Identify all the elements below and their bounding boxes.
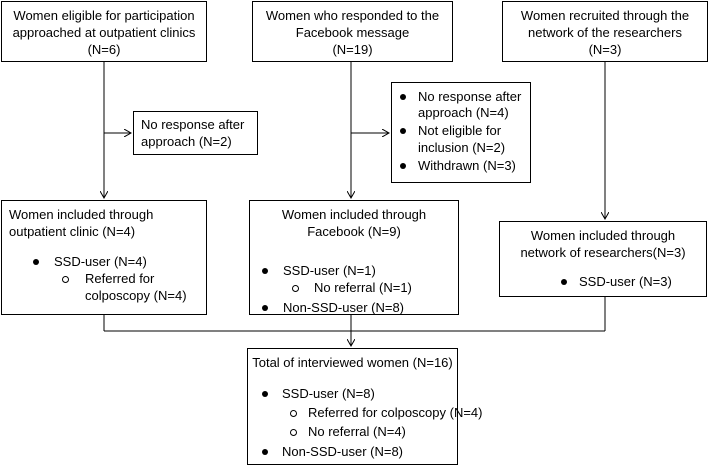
facebook-included-line1: Women included through bbox=[281, 207, 427, 222]
box-total-interviewed: Total of interviewed women (N=16) SSD-us… bbox=[247, 348, 483, 465]
network-recruited-line3: (N=3) bbox=[588, 42, 622, 57]
bullet-icon bbox=[262, 305, 268, 311]
network-recruited-line2: network of the researchers bbox=[528, 25, 682, 40]
bullet-icon bbox=[561, 279, 567, 285]
box-clinic-included: Women included through outpatient clinic… bbox=[1, 200, 207, 315]
facebook-exclusion-item2-line1: Not eligible for bbox=[418, 123, 502, 138]
bullet-icon bbox=[262, 391, 268, 397]
sub-bullet-icon bbox=[62, 276, 69, 283]
clinic-eligible-line1: Women eligible for participation bbox=[13, 8, 195, 23]
bullet-icon bbox=[400, 94, 406, 100]
network-ssd-user: SSD-user (N=3) bbox=[579, 274, 672, 289]
sub-bullet-icon bbox=[290, 429, 297, 436]
box-clinic-eligible: Women eligible for participation approac… bbox=[1, 1, 207, 62]
facebook-exclusion-item3: Withdrawn (N=3) bbox=[418, 158, 516, 173]
clinic-referred-line1: Referred for bbox=[85, 271, 155, 286]
facebook-non-ssd-user: Non-SSD-user (N=8) bbox=[283, 300, 405, 315]
network-included-line1: Women included through bbox=[530, 228, 676, 243]
network-recruited-line1: Women recruited through the bbox=[520, 8, 690, 23]
box-facebook-included: Women included through Facebook (N=9) SS… bbox=[249, 200, 459, 315]
box-clinic-exclusion: No response after approach (N=2) bbox=[133, 111, 258, 155]
clinic-ssd-user: SSD-user (N=4) bbox=[54, 254, 147, 269]
total-ssd-user: SSD-user (N=8) bbox=[282, 386, 375, 401]
facebook-responded-line3: (N=19) bbox=[332, 42, 373, 57]
total-non-ssd-user: Non-SSD-user (N=8) bbox=[282, 444, 404, 459]
clinic-eligible-line3: (N=6) bbox=[87, 42, 121, 57]
sub-bullet-icon bbox=[290, 410, 297, 417]
network-included-line2: network of researchers(N=3) bbox=[520, 245, 686, 260]
bullet-icon bbox=[400, 128, 406, 134]
facebook-no-referral: No referral (N=1) bbox=[314, 280, 412, 295]
bullet-icon bbox=[262, 449, 268, 455]
facebook-exclusion-item1-line1: No response after bbox=[418, 89, 522, 104]
facebook-included-line2: Facebook (N=9) bbox=[307, 224, 401, 239]
facebook-exclusion-item2-line2: inclusion (N=2) bbox=[418, 140, 506, 155]
clinic-included-line1: Women included through bbox=[9, 207, 154, 222]
facebook-ssd-user: SSD-user (N=1) bbox=[283, 263, 376, 278]
bullet-icon bbox=[33, 259, 39, 265]
facebook-responded-line2: Facebook message bbox=[295, 25, 410, 40]
box-facebook-exclusion: No response after approach (N=4) Not eli… bbox=[391, 82, 531, 183]
total-no-referral: No referral (N=4) bbox=[308, 424, 406, 439]
clinic-exclusion-line1: No response after bbox=[141, 117, 245, 132]
clinic-referred-line2: colposcopy (N=4) bbox=[85, 288, 187, 303]
clinic-exclusion-line2: approach (N=2) bbox=[141, 134, 232, 149]
box-facebook-responded: Women who responded to the Facebook mess… bbox=[252, 1, 453, 62]
total-referred: Referred for colposcopy (N=4) bbox=[308, 405, 483, 420]
total-title: Total of interviewed women (N=16) bbox=[252, 355, 453, 370]
sub-bullet-icon bbox=[292, 285, 299, 292]
clinic-included-line2: outpatient clinic (N=4) bbox=[9, 224, 136, 239]
bullet-icon bbox=[262, 268, 268, 274]
clinic-eligible-line2: approached at outpatient clinics bbox=[12, 25, 196, 40]
facebook-responded-line1: Women who responded to the bbox=[265, 8, 440, 23]
box-network-recruited: Women recruited through the network of t… bbox=[502, 1, 708, 62]
facebook-exclusion-item1-line2: approach (N=4) bbox=[418, 105, 509, 120]
bullet-icon bbox=[400, 163, 406, 169]
box-network-included: Women included through network of resear… bbox=[499, 221, 707, 297]
